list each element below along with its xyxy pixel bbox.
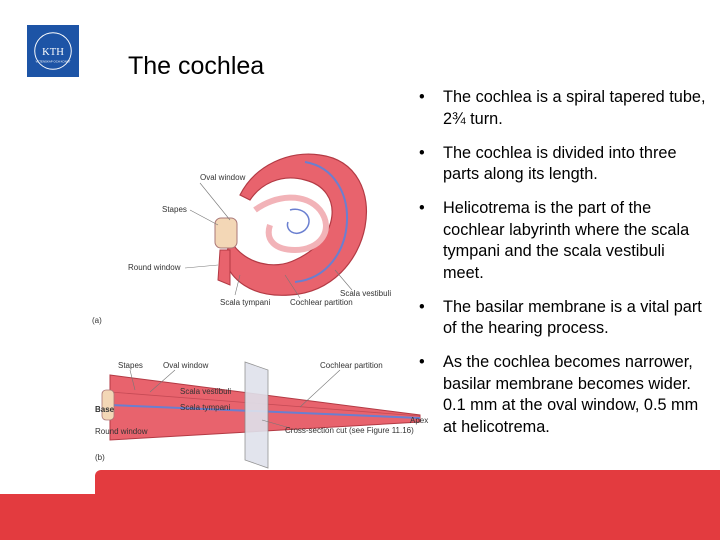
bullet-item: • Helicotrema is the part of the cochlear… (419, 198, 709, 284)
label-oval-window-a: Oval window (200, 173, 246, 182)
panel-label-a: (a) (92, 316, 102, 325)
uncoiled-cochlea-illustration (101, 361, 421, 469)
bullet-text: The cochlea is a spiral tapered tube, 2¾… (443, 88, 706, 128)
bullet-dot: • (419, 297, 425, 316)
logo-subtext: VETENSKAP OCH KONST (35, 60, 70, 64)
bullet-list: • The cochlea is a spiral tapered tube, 2… (419, 87, 709, 451)
bullet-text: Helicotrema is the part of the cochlear … (443, 199, 690, 282)
bullet-item: • The cochlea is a spiral tapered tube, 2… (419, 87, 709, 130)
footer-band-left (0, 494, 100, 540)
panel-label-b: (b) (95, 453, 105, 462)
cochlea-figure: Oval window Stapes Round window Scala ty… (90, 100, 435, 470)
label-base: Base (95, 405, 115, 414)
bullet-item: • As the cochlea becomes narrower, basila… (419, 352, 709, 438)
bullet-text: The basilar membrane is a vital part of … (443, 297, 702, 338)
bullet-item: • The basilar membrane is a vital part of… (419, 297, 709, 340)
label-stapes-b: Stapes (118, 361, 143, 370)
bullet-dot: • (419, 353, 425, 371)
label-stapes-a: Stapes (162, 205, 187, 214)
logo-text: KTH (42, 47, 64, 58)
bullet-dot: • (419, 88, 425, 106)
label-scala-vestibuli-b: Scala vestibuli (180, 387, 231, 396)
cochlea-spiral-illustration (214, 153, 368, 296)
label-round-window-b: Round window (95, 427, 148, 436)
bullet-dot: • (419, 199, 425, 217)
label-round-window-a: Round window (128, 263, 181, 272)
label-scala-tympani-b: Scala tympani (180, 403, 230, 412)
bullet-text: The cochlea is divided into three parts … (443, 143, 677, 184)
label-cross-section: Cross-section cut (see Figure 11.16) (285, 426, 414, 435)
label-scala-vestibuli-a: Scala vestibuli (340, 289, 391, 298)
slide-title: The cochlea (128, 52, 265, 80)
label-apex: Apex (410, 416, 428, 425)
bullet-text: As the cochlea becomes narrower, basilar… (443, 353, 699, 436)
footer-band (95, 470, 720, 540)
label-cochlear-partition-b: Cochlear partition (320, 361, 383, 370)
kth-logo: KTH VETENSKAP OCH KONST (27, 25, 79, 77)
label-oval-window-b: Oval window (163, 361, 209, 370)
label-scala-tympani-a: Scala tympani (220, 298, 270, 307)
bullet-dot: • (419, 143, 425, 162)
bullet-item: • The cochlea is divided into three parts… (419, 143, 709, 186)
label-cochlear-partition-a: Cochlear partition (290, 298, 353, 307)
